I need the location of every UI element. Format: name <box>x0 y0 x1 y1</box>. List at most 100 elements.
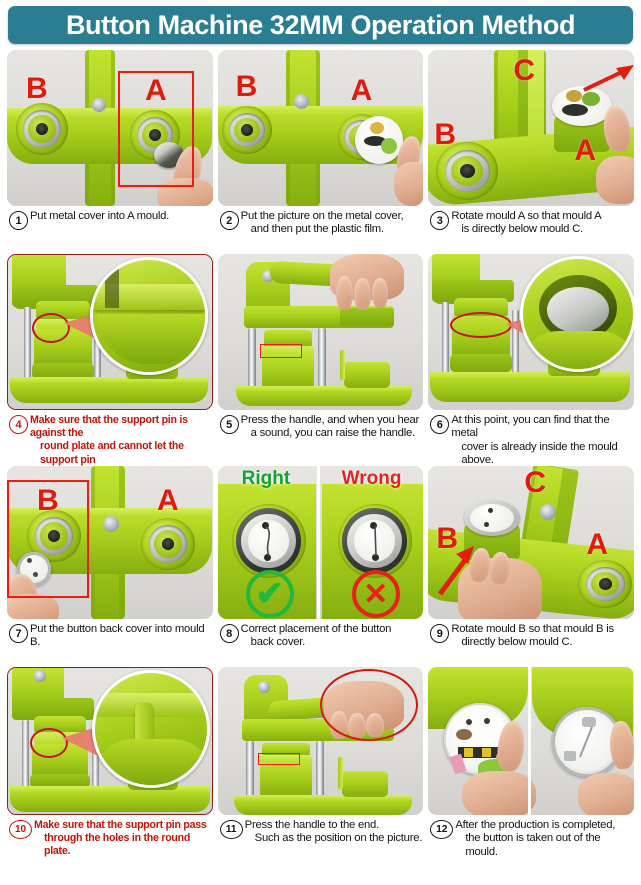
step-text-3-line1: Rotate mould A so that mould A <box>451 210 602 222</box>
annotation-red-circle-hand <box>319 669 418 741</box>
picture-art-3 <box>562 104 589 116</box>
cross-mark-icon: ✕ <box>351 570 400 618</box>
mould-b-collar <box>30 774 90 788</box>
pin-needle <box>579 726 594 758</box>
picture-art-3 <box>380 138 397 154</box>
hand-palm <box>7 594 59 619</box>
step-text-6-line1: At this point, you can find that the met… <box>451 414 610 440</box>
guide-post-center <box>512 310 520 378</box>
bear-scarf-stripe-2 <box>482 748 492 757</box>
machine-base <box>235 386 412 406</box>
finger-3 <box>371 278 388 308</box>
step-cell-6: 6 At this point, you can find that the m… <box>428 254 634 466</box>
step-caption-6: 6 At this point, you can find that the m… <box>428 410 634 466</box>
pin-clasp <box>582 717 597 727</box>
step-cell-5: 5 Press the handle, and when you hear a … <box>217 254 424 466</box>
page-title: Button Machine 32MM Operation Method <box>65 9 576 40</box>
step-cell-3: C B A 3 Rotate mould A so that mould A i… <box>428 50 634 254</box>
picture-art-1 <box>566 90 583 102</box>
mould-b-socket <box>16 103 68 155</box>
step-number-6: 6 <box>430 415 450 434</box>
step-text-7: Put the button back cover into mould B. <box>30 623 212 650</box>
step-text-5: Press the handle, and when you hear a so… <box>240 414 420 441</box>
right-pin-hole-bottom <box>263 554 271 561</box>
pin-hook <box>564 751 577 761</box>
hand-palm-left <box>462 771 537 815</box>
step-caption-1: 1 Put metal cover into A mould. <box>7 206 213 254</box>
step-number-2: 2 <box>219 211 239 230</box>
step-text-8-line1: Correct placement of the button <box>240 623 392 635</box>
step-caption-11: 11 Press the handle to the end. Such as … <box>218 815 424 857</box>
step-cell-11: 11 Press the handle to the end. Such as … <box>217 667 424 857</box>
label-wrong: Wrong <box>341 468 402 489</box>
guide-post-left <box>245 741 254 799</box>
step-caption-2: 2 Put the picture on the metal cover, an… <box>218 206 424 254</box>
annotation-rotate-arrow <box>438 546 475 596</box>
step-text-10-line1: Make sure that the support pin pass <box>34 819 207 831</box>
step-number-9: 9 <box>430 624 450 643</box>
step-text-2-line1: Put the picture on the metal cover, <box>240 210 404 222</box>
step-text-12: After the production is completed, the b… <box>455 819 633 859</box>
right-pin-wire <box>265 525 270 557</box>
step-number-5: 5 <box>219 415 239 434</box>
annotation-magnifier-bubble <box>90 257 208 375</box>
photo-label-a: A <box>145 74 167 107</box>
step-number-11: 11 <box>219 820 243 839</box>
annotation-red-box-b <box>7 480 89 598</box>
step-number-12: 12 <box>430 820 454 839</box>
machine-base <box>233 795 412 815</box>
hand-palm-right <box>578 773 634 815</box>
guide-post-left <box>247 328 256 390</box>
step-text-9: Rotate mould B so that mould B is direct… <box>451 623 614 650</box>
step-caption-12: 12 After the production is completed, th… <box>428 815 634 859</box>
step-text-5-line2: a sound, you can raise the handle. <box>250 427 415 440</box>
annotation-magnifier-bubble <box>520 256 634 372</box>
mould-a-collar <box>450 354 513 372</box>
photo-label-b: B <box>37 484 59 517</box>
photo-label-a: A <box>350 74 373 107</box>
step-photo-6 <box>428 254 634 410</box>
photo-label-b: B <box>436 522 458 555</box>
annotation-red-ellipse <box>450 312 513 338</box>
step-text-11-line2: Such as the position on the picture. <box>254 832 423 845</box>
mould-b-body <box>343 362 390 388</box>
center-screw <box>293 94 309 109</box>
step-text-8: Correct placement of the button back cov… <box>241 623 392 650</box>
step-cell-12: 12 After the production is completed, th… <box>428 667 634 859</box>
mould-a-socket <box>141 518 195 570</box>
photo-label-a: A <box>586 528 608 561</box>
step-text-4-line1: Make sure that the support pin is agains… <box>30 414 188 440</box>
base-plate-highlight <box>7 108 212 118</box>
mould-a-body <box>261 354 314 390</box>
step-text-12-line1: After the production is completed, <box>455 819 616 831</box>
hand-palm <box>157 178 213 206</box>
machine-arm <box>12 698 94 720</box>
step-photo-8: Right Wrong ✔ ✕ <box>217 466 424 619</box>
base-highlight <box>235 386 412 391</box>
check-mark-icon: ✔ <box>245 570 294 618</box>
step-cell-8: Right Wrong ✔ ✕ 8 Correct placement of t… <box>217 466 424 667</box>
step-text-9-line2: directly below mould C. <box>461 636 573 649</box>
photo-label-c: C <box>513 54 535 87</box>
annotation-red-ellipse <box>32 313 70 343</box>
annotation-rotate-arrow <box>583 65 634 92</box>
step-text-5-line1: Press the handle, and when you hear <box>240 414 420 426</box>
step-text-3-line2: is directly below mould C. <box>461 223 583 236</box>
photo-label-b: B <box>235 70 258 103</box>
wrong-pin-hole-top <box>369 522 377 529</box>
step-text-2: Put the picture on the metal cover, and … <box>241 210 404 237</box>
step-text-11: Press the handle to the end. Such as the… <box>245 819 423 846</box>
mould-a-socket <box>578 560 633 608</box>
base-highlight <box>233 795 412 800</box>
step-text-1: Put metal cover into A mould. <box>30 210 169 223</box>
step-cell-7: B A 7 Put the button back cover into mou… <box>7 466 213 667</box>
steps-row-4: 10 Make sure that the support pin pass t… <box>0 667 641 859</box>
back-cover-hole-1 <box>488 508 494 513</box>
base-highlight <box>430 372 631 378</box>
step-text-8-line2: back cover. <box>250 636 306 649</box>
mould-b-socket <box>436 142 499 200</box>
annotation-red-ellipse <box>30 728 68 758</box>
step-photo-11 <box>217 667 424 815</box>
bear-snout <box>456 729 473 740</box>
step-photo-5 <box>217 254 424 410</box>
